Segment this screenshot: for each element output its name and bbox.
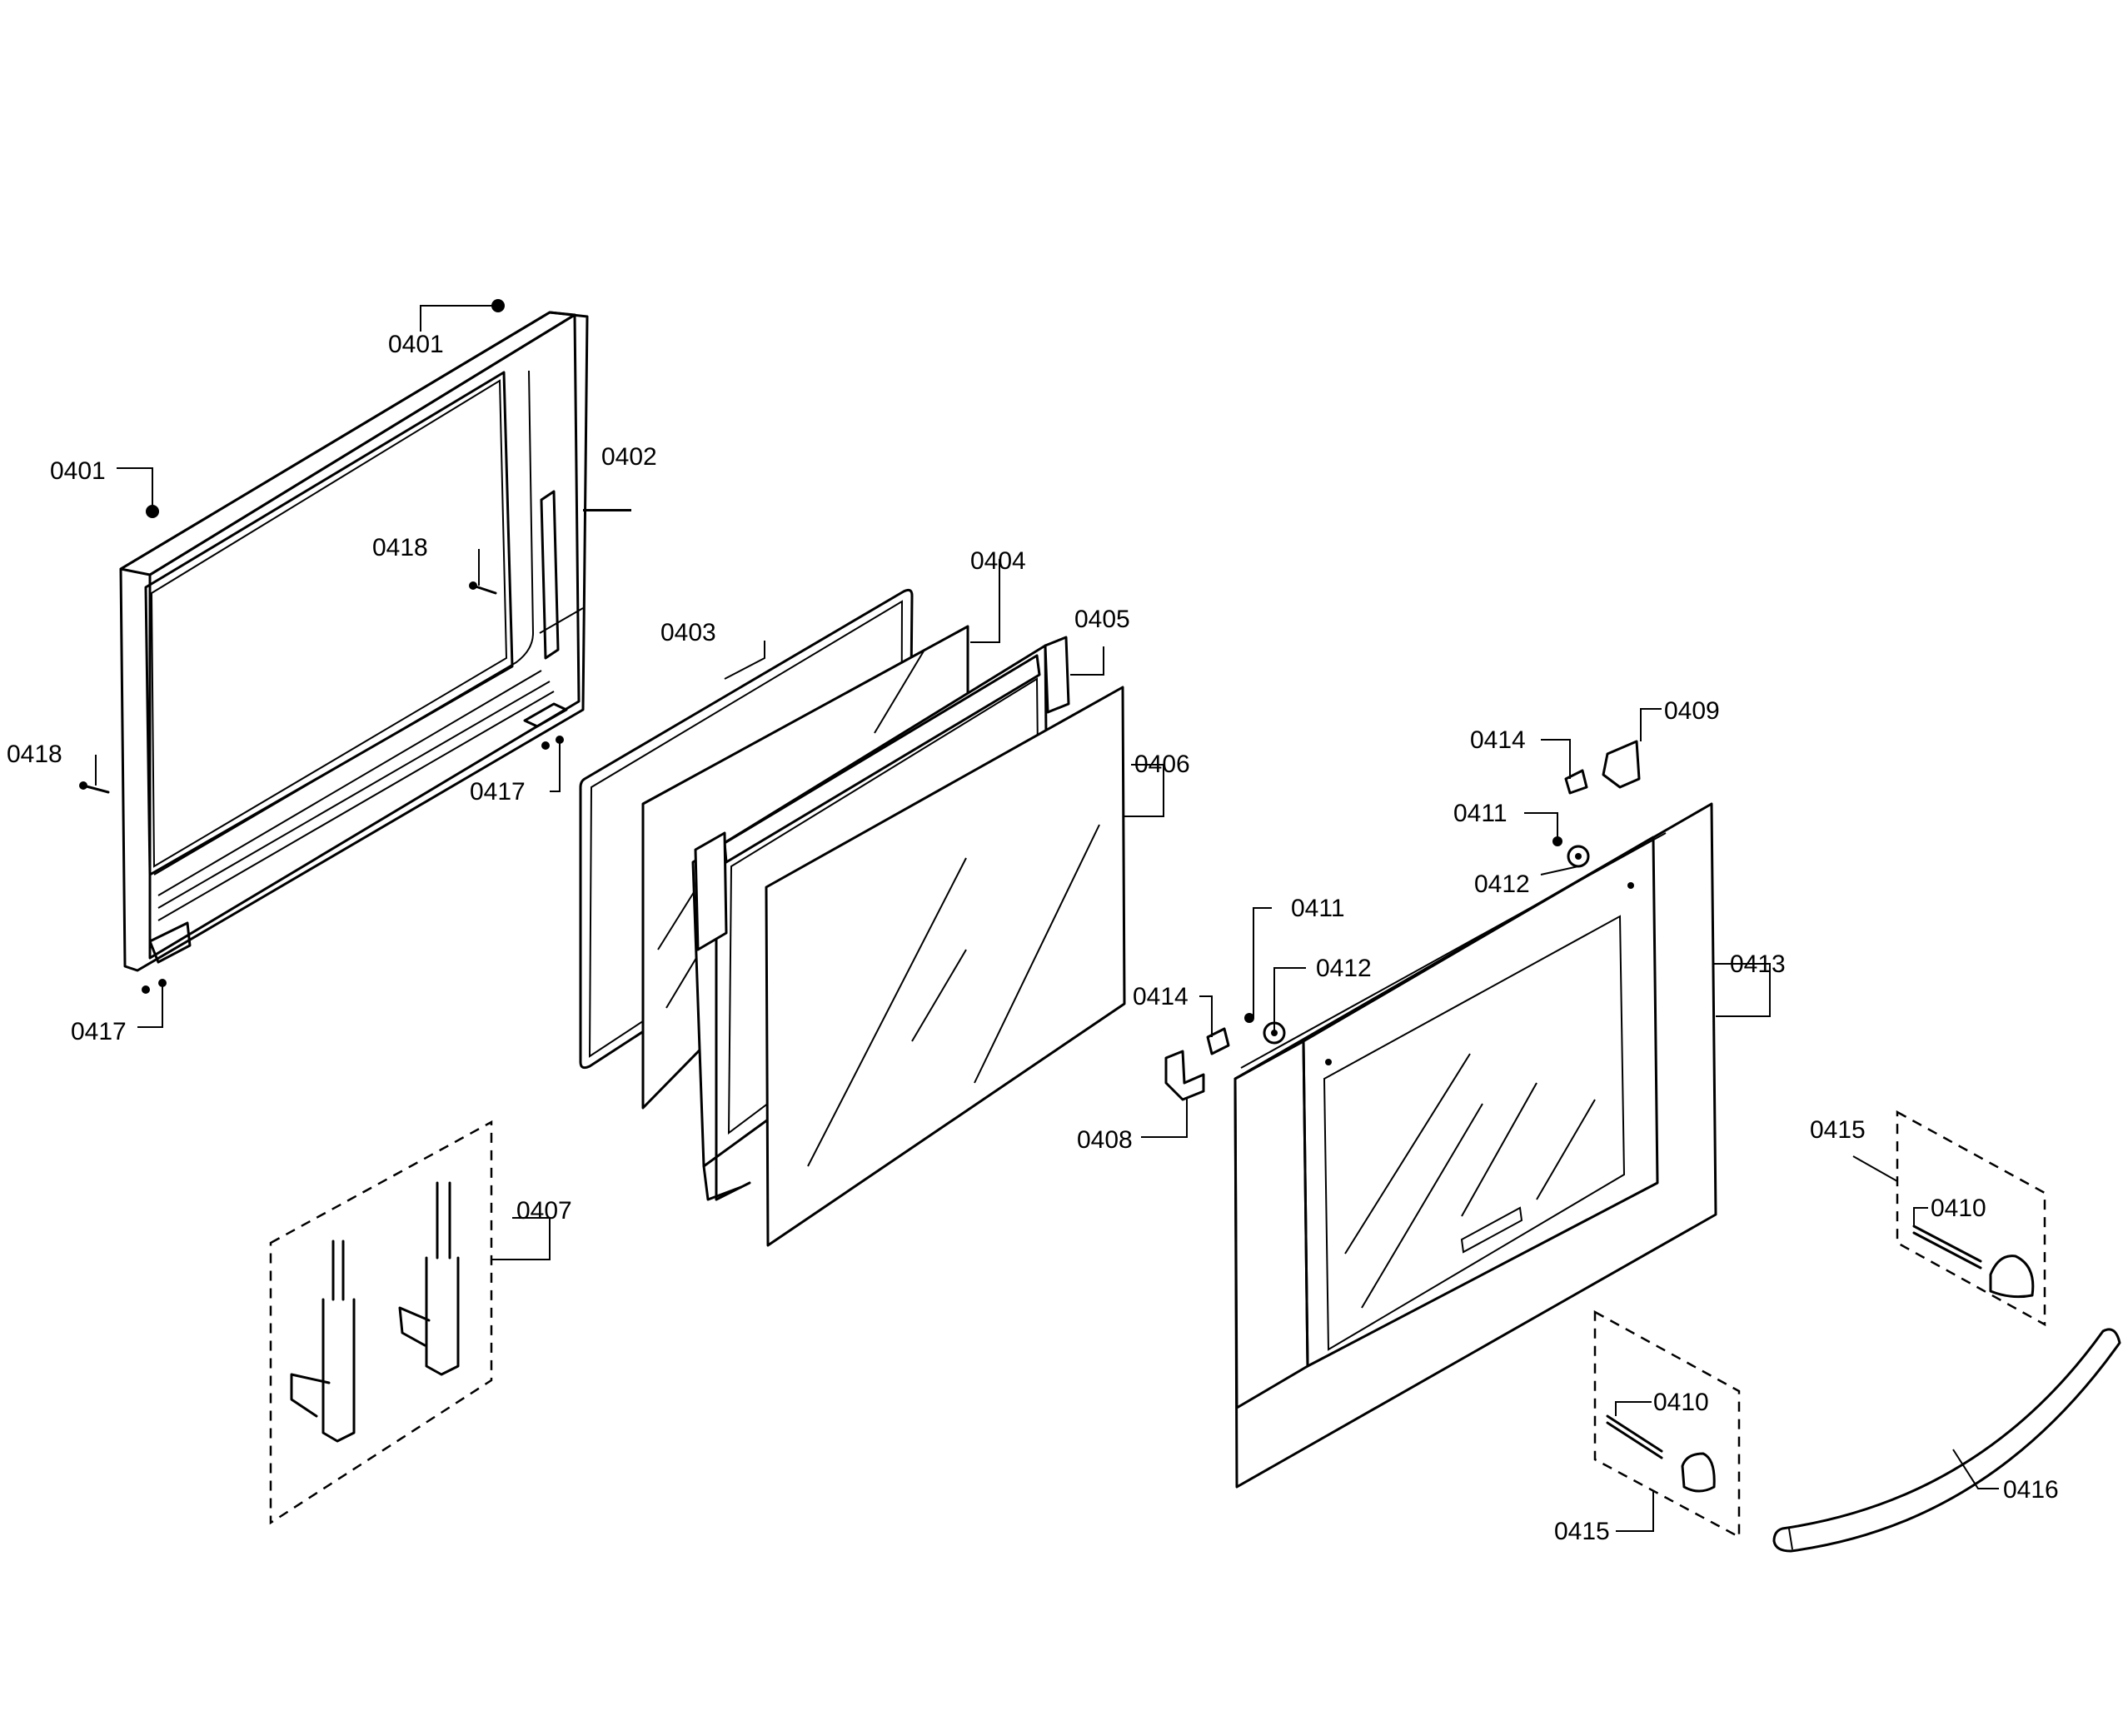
label-0413: 0413 (1730, 950, 1786, 978)
label-0414-lower: 0414 (1133, 983, 1189, 1010)
label-0414-upper: 0414 (1470, 726, 1526, 754)
label-0403: 0403 (660, 619, 716, 646)
label-0411-lower: 0411 (1291, 895, 1345, 922)
label-0404: 0404 (970, 547, 1026, 575)
label-0408: 0408 (1077, 1126, 1133, 1154)
label-0412-lower: 0412 (1316, 955, 1372, 982)
label-0409: 0409 (1664, 697, 1720, 725)
label-0418-lower: 0418 (7, 741, 62, 768)
label-0405: 0405 (1074, 606, 1130, 633)
label-0402: 0402 (601, 443, 657, 471)
label-0411-upper: 0411 (1453, 800, 1508, 827)
label-0406: 0406 (1134, 751, 1190, 778)
handle-mount-upper (1896, 1110, 2046, 1327)
leader-lines (95, 305, 1999, 1532)
label-0407: 0407 (516, 1197, 572, 1225)
label-0412-upper: 0412 (1474, 870, 1530, 898)
label-0417-upper: 0417 (470, 778, 526, 806)
label-0401-top: 0401 (388, 331, 444, 358)
label-0410-upper: 0410 (1931, 1195, 1986, 1222)
label-0415-upper: 0415 (1810, 1116, 1866, 1144)
glass-pane-outer (765, 686, 1126, 1247)
inner-door-frame (119, 311, 589, 972)
label-0417-lower: 0417 (71, 1018, 127, 1045)
part-labels: 0401 0401 0402 0418 0418 0417 0417 0403 … (7, 331, 2059, 1545)
handle-mount-lower (1593, 1309, 1741, 1539)
label-0401-left: 0401 (50, 457, 106, 485)
hinge-assembly (269, 1120, 493, 1525)
label-0416: 0416 (2003, 1476, 2059, 1504)
label-0410-lower: 0410 (1653, 1389, 1709, 1416)
door-handle (1772, 1328, 2121, 1553)
label-0418-upper: 0418 (372, 534, 428, 561)
outer-door-panel (1233, 802, 1717, 1489)
label-0415-lower: 0415 (1554, 1518, 1610, 1545)
